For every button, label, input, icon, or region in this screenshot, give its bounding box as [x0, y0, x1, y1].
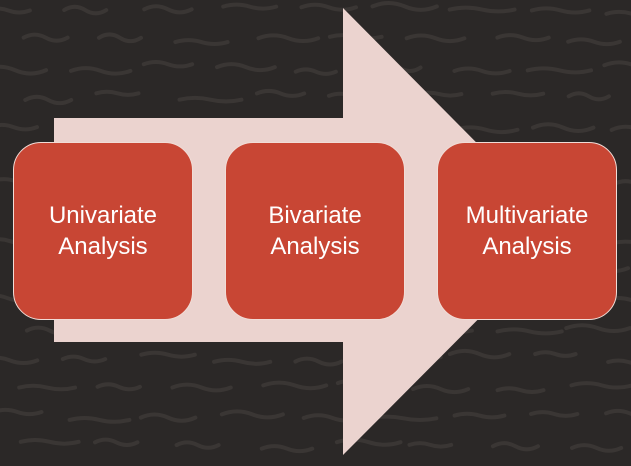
texture-stroke [612, 179, 631, 186]
texture-stroke [569, 381, 631, 390]
texture-stroke [495, 33, 551, 43]
texture-stroke [529, 410, 580, 418]
texture-stroke [94, 89, 141, 97]
texture-stroke [60, 354, 108, 364]
texture-stroke [141, 59, 195, 69]
texture-stroke [564, 323, 631, 333]
texture-stroke [177, 95, 244, 104]
texture-stroke [452, 66, 512, 76]
texture-stroke [142, 4, 194, 15]
texture-stroke [407, 441, 454, 449]
texture-stroke [0, 355, 40, 366]
texture-stroke [525, 66, 594, 75]
texture-stroke [404, 33, 467, 44]
texture-stroke [17, 383, 78, 392]
step-box-bivariate: Bivariate Analysis [225, 142, 405, 320]
step-label-multivariate: Multivariate Analysis [465, 202, 589, 260]
texture-stroke [138, 412, 198, 423]
texture-stroke [566, 37, 622, 47]
texture-stroke [604, 9, 631, 16]
texture-stroke [452, 125, 520, 135]
texture-stroke [23, 94, 74, 106]
texture-stroke [18, 437, 81, 446]
texture-stroke [490, 89, 546, 98]
texture-stroke [254, 88, 307, 98]
texture-stroke [606, 358, 631, 365]
texture-stroke [602, 60, 631, 68]
texture-stroke [293, 356, 344, 367]
step-box-univariate: Univariate Analysis [13, 142, 193, 320]
texture-stroke [447, 348, 512, 360]
texture-stroke [212, 357, 273, 366]
step-label-univariate: Univariate Analysis [48, 202, 158, 260]
texture-stroke [411, 384, 471, 395]
step-label-bivariate: Bivariate Analysis [268, 202, 362, 260]
texture-stroke [62, 4, 109, 16]
texture-stroke [95, 382, 142, 392]
texture-stroke [533, 350, 578, 358]
texture-stroke [92, 437, 140, 447]
texture-stroke [490, 441, 540, 452]
texture-stroke [261, 380, 329, 391]
texture-stroke [139, 350, 197, 359]
texture-stroke [530, 122, 596, 133]
texture-stroke [299, 2, 358, 12]
texture-stroke [370, 0, 439, 12]
texture-stroke [610, 239, 631, 246]
texture-stroke [173, 38, 230, 47]
texture-stroke [259, 444, 315, 454]
texture-stroke [0, 122, 40, 132]
texture-stroke [609, 124, 631, 132]
texture-stroke [96, 32, 143, 44]
texture-stroke [0, 6, 32, 15]
texture-stroke [170, 382, 233, 393]
texture-stroke [174, 440, 221, 450]
texture-stroke [566, 91, 611, 102]
texture-stroke [21, 32, 70, 43]
texture-stroke [293, 67, 338, 76]
texture-stroke [219, 409, 285, 420]
step-box-multivariate: Multivariate Analysis [437, 142, 617, 320]
texture-stroke [569, 443, 624, 453]
texture-stroke [495, 327, 564, 336]
texture-stroke [447, 5, 517, 14]
texture-stroke [215, 62, 277, 73]
texture-stroke [67, 415, 132, 424]
texture-stroke [221, 2, 279, 11]
texture-stroke [256, 33, 321, 44]
texture-stroke [495, 386, 546, 394]
texture-stroke [68, 66, 133, 76]
texture-stroke [604, 408, 631, 416]
texture-stroke [0, 407, 44, 417]
texture-stroke [0, 64, 49, 76]
texture-stroke [529, 6, 592, 15]
texture-stroke [452, 411, 507, 420]
